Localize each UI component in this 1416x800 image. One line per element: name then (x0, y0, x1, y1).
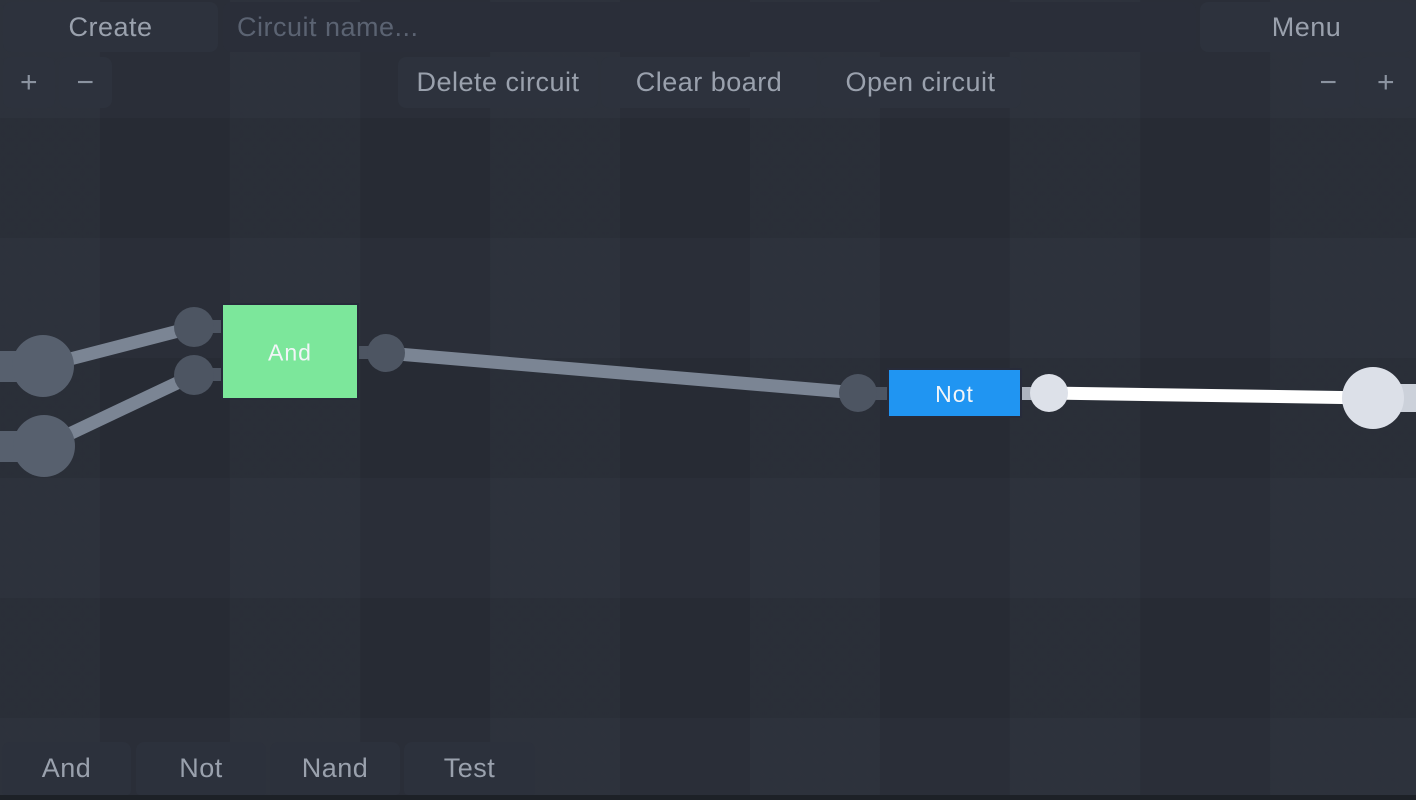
palette-item-not[interactable]: Not (136, 742, 266, 795)
open-circuit-button[interactable]: Open circuit (820, 57, 1021, 108)
gate-input-node[interactable] (174, 307, 214, 347)
menu-button[interactable]: Menu (1200, 2, 1413, 52)
wire-off[interactable] (385, 346, 859, 400)
input-pin[interactable] (12, 335, 74, 397)
delete-circuit-button[interactable]: Delete circuit (398, 57, 598, 108)
circuit-name-input[interactable] (223, 2, 1196, 52)
palette-item-nand[interactable]: Nand (270, 742, 400, 795)
gate-output-node[interactable] (1030, 374, 1068, 412)
gate-label: And (268, 340, 312, 366)
zoom-out-button-right[interactable]: − (1302, 57, 1355, 108)
zoom-in-button-right[interactable]: + (1359, 57, 1413, 108)
gate-input-node[interactable] (174, 355, 214, 395)
gate-output-node[interactable] (367, 334, 405, 372)
gate-and[interactable] (221, 303, 359, 400)
zoom-in-button-left[interactable]: + (3, 57, 55, 108)
input-pin[interactable] (13, 415, 75, 477)
clear-board-button[interactable]: Clear board (601, 57, 817, 108)
gate-label: Not (935, 381, 974, 407)
gate-not[interactable] (887, 368, 1022, 418)
bottom-edge-strip (0, 795, 1416, 800)
create-button[interactable]: Create (3, 2, 218, 52)
output-pin[interactable] (1342, 367, 1404, 429)
palette-item-test[interactable]: Test (404, 742, 535, 795)
palette-item-and[interactable]: And (2, 742, 131, 795)
zoom-out-button-left[interactable]: − (59, 57, 112, 108)
gate-input-node[interactable] (839, 374, 877, 412)
wire-on[interactable] (1048, 386, 1374, 405)
